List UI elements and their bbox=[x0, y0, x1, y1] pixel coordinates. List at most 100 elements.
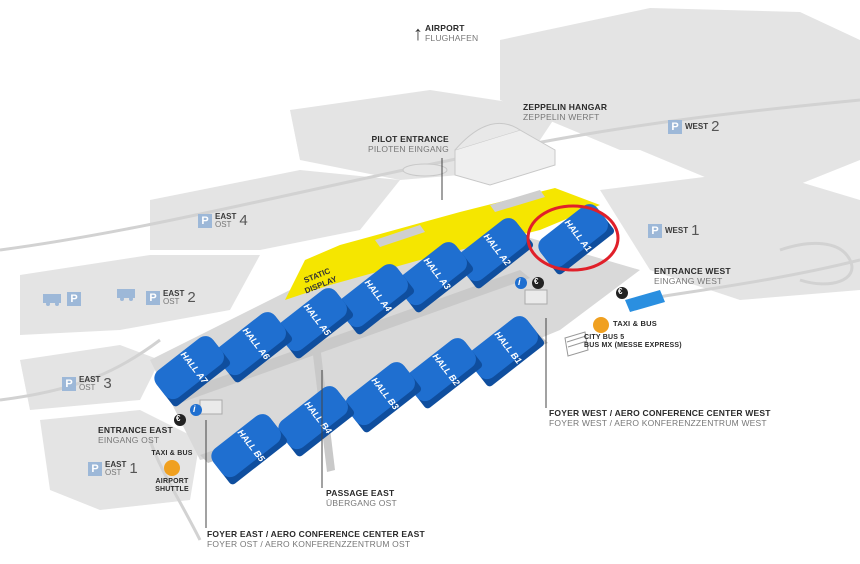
foyer-east-label: FOYER EAST / AERO CONFERENCE CENTER EAST… bbox=[207, 529, 425, 550]
zeppelin-airship bbox=[402, 163, 448, 177]
info-icon bbox=[190, 404, 202, 416]
parking-east-3-name: EAST bbox=[79, 374, 101, 384]
taxi-east-label: TAXI & BUS bbox=[150, 450, 194, 458]
taxi-bus-icon bbox=[593, 317, 609, 333]
parking-west-1-name: WEST bbox=[665, 225, 689, 235]
zeppelin-line1: ZEPPELIN HANGAR bbox=[523, 102, 608, 112]
bus-stop-building bbox=[564, 331, 589, 357]
entrance-west-line1: ENTRANCE WEST bbox=[654, 266, 731, 276]
entrance-west-pool bbox=[625, 290, 665, 312]
hall-roof bbox=[345, 362, 415, 426]
hall-roof bbox=[468, 316, 538, 380]
leader-lines bbox=[205, 158, 547, 528]
parking-west-2-name: WEST bbox=[685, 121, 709, 131]
road-south bbox=[0, 338, 161, 402]
foyer-east-line1: FOYER EAST / AERO CONFERENCE CENTER EAST bbox=[207, 529, 425, 539]
euro-glyph-east: € bbox=[176, 414, 181, 423]
entrance-west-icons bbox=[515, 277, 628, 305]
hall-roof bbox=[338, 264, 408, 328]
euro-glyph-west-2: € bbox=[618, 287, 623, 296]
hall-b3[interactable]: HALL B3 bbox=[341, 358, 422, 434]
cashdesk-east bbox=[199, 399, 223, 415]
airport-shuttle-label: AIRPORT SHUTTLE bbox=[150, 478, 194, 494]
hall-a7[interactable]: HALL A7 bbox=[150, 332, 231, 408]
camper-parking: P bbox=[42, 292, 81, 306]
parking-icon: P bbox=[648, 223, 662, 238]
entrance-east-line1: ENTRANCE EAST bbox=[98, 425, 173, 435]
road-west bbox=[639, 258, 860, 302]
taxi-bus-west-label: TAXI & BUS bbox=[613, 319, 657, 328]
ground-east-3 bbox=[20, 345, 160, 410]
parking-icon: P bbox=[88, 461, 102, 476]
zeppelin-line2: ZEPPELIN WERFT bbox=[523, 111, 600, 122]
camper-icon bbox=[43, 294, 61, 306]
hall-a6[interactable]: HALL A6 bbox=[212, 308, 293, 384]
zeppelin-hangar bbox=[402, 122, 556, 186]
city-bus-line1: CITY BUS 5 bbox=[584, 334, 625, 341]
parking-icon: P bbox=[62, 376, 76, 391]
ground-east-4 bbox=[150, 170, 400, 250]
ground-east-2 bbox=[20, 255, 260, 335]
fairground-plaza bbox=[150, 235, 640, 460]
parking-east-2-sub: OST bbox=[163, 296, 180, 306]
camper-body bbox=[43, 294, 61, 303]
entrance-east-label: ENTRANCE EAST EINGANG OST bbox=[98, 425, 173, 446]
euro-glyph-west: € bbox=[534, 277, 539, 286]
hall-a4[interactable]: HALL A4 bbox=[334, 260, 415, 336]
parking-east-3-num: 3 bbox=[103, 375, 112, 392]
entrance-west-label: ENTRANCE WEST EINGANG WEST bbox=[654, 266, 731, 287]
zeppelin-label: ZEPPELIN HANGAR ZEPPELIN WERFT bbox=[523, 102, 608, 123]
up-arrow-icon: ↑ bbox=[413, 23, 423, 45]
entrance-east-icons bbox=[174, 399, 223, 426]
parking-west-1-num: 1 bbox=[691, 222, 700, 239]
parking-west-2: P WEST 2 bbox=[668, 118, 719, 135]
parking-east-1-num: 1 bbox=[129, 460, 138, 477]
hall-b1[interactable]: HALL B1 bbox=[464, 312, 545, 388]
taxi-east-line3: SHUTTLE bbox=[155, 486, 189, 494]
foyer-west-line2: FOYER WEST / AERO KONFERENZZENTRUM WEST bbox=[549, 417, 767, 428]
hall-a2[interactable]: HALL A2 bbox=[453, 214, 534, 290]
hall-b2[interactable]: HALL B2 bbox=[402, 334, 483, 410]
euro-icon bbox=[174, 414, 186, 426]
hall-a1[interactable]: HALL A1 bbox=[534, 200, 615, 276]
pilot-line1: PILOT ENTRANCE bbox=[371, 134, 449, 144]
parking-icon: P bbox=[146, 290, 160, 305]
city-bus-label: CITY BUS 5 BUS MX (MESSE EXPRESS) bbox=[584, 334, 682, 350]
parking-east-1-name: EAST bbox=[105, 459, 127, 469]
foyer-east-line2: FOYER OST / AERO KONFERENZZENTRUM OST bbox=[207, 538, 411, 549]
ground-west-2 bbox=[600, 88, 860, 200]
parking-east-2-num: 2 bbox=[187, 289, 196, 306]
walkway-a-row bbox=[170, 270, 530, 403]
airport-line1: AIRPORT bbox=[425, 23, 465, 33]
hall-a5[interactable]: HALL A5 bbox=[273, 284, 354, 360]
entrance-east-line2: EINGANG OST bbox=[98, 434, 160, 445]
camper-wheel bbox=[46, 302, 50, 306]
airport-label: ↑ AIRPORT FLUGHAFEN bbox=[413, 23, 478, 45]
taxi-east-line1: TAXI & BUS bbox=[151, 450, 193, 457]
hall-roof bbox=[406, 338, 476, 402]
pilot-line2: PILOTEN EINGANG bbox=[368, 143, 449, 154]
info-glyph-east: i bbox=[193, 404, 196, 414]
camper-icon bbox=[117, 289, 135, 301]
road-east bbox=[148, 439, 202, 541]
hall-roof bbox=[457, 218, 527, 282]
hall-roof bbox=[397, 242, 467, 306]
hall-a3[interactable]: HALL A3 bbox=[393, 238, 474, 314]
parking-icon: P bbox=[668, 119, 682, 134]
parking-east-1-sub: OST bbox=[105, 467, 122, 477]
hall-b4[interactable]: HALL B4 bbox=[274, 382, 355, 458]
entrance-west-line2: EINGANG WEST bbox=[654, 275, 723, 286]
foyer-west-line1: FOYER WEST / AERO CONFERENCE CENTER WEST bbox=[549, 408, 771, 418]
hall-roof bbox=[216, 312, 286, 376]
parking-east-3-sub: OST bbox=[79, 382, 96, 392]
hall-b5[interactable]: HALL B5 bbox=[207, 410, 288, 486]
hall-roof bbox=[278, 386, 348, 450]
highlight-circle bbox=[526, 204, 620, 272]
euro-icon bbox=[532, 277, 544, 289]
